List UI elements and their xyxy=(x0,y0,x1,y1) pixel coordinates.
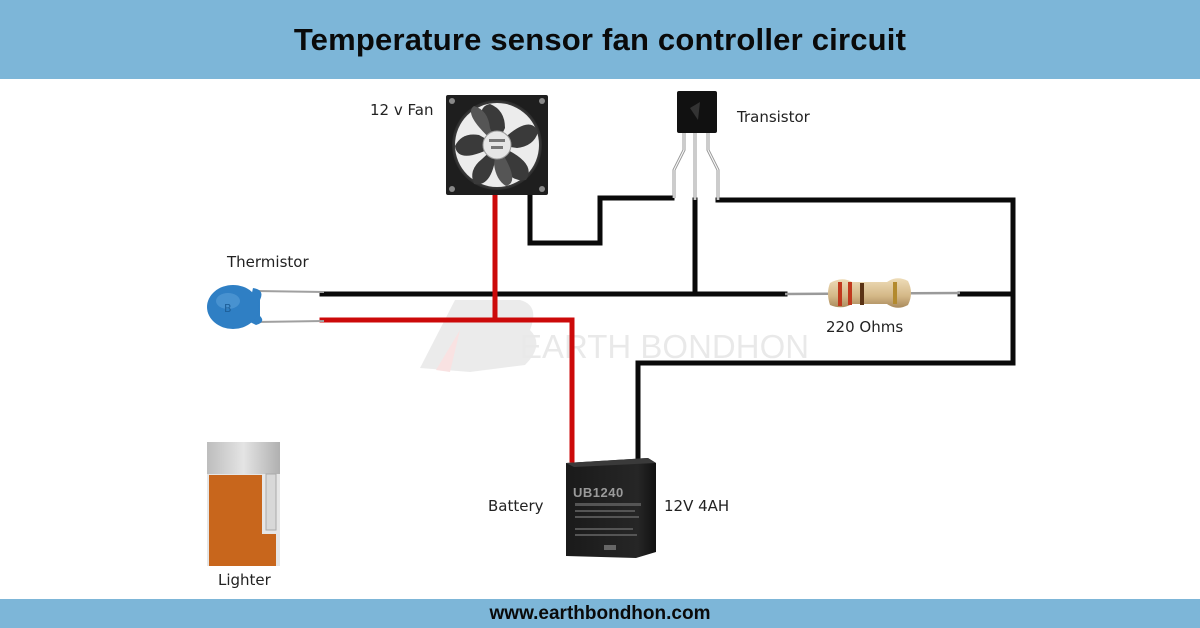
fan-component xyxy=(446,95,548,195)
wire-thermistor-bottom xyxy=(319,317,575,463)
thermistor-component: B xyxy=(207,285,325,329)
fan-label: 12 v Fan xyxy=(370,101,434,119)
resistor-component xyxy=(784,278,961,308)
title-banner: Temperature sensor fan controller circui… xyxy=(0,0,1200,79)
lighter-icon xyxy=(209,475,276,566)
wire-fan-to-transistor xyxy=(527,193,675,246)
transistor-label: Transistor xyxy=(737,108,810,126)
component-labels: 12 v Fan Transistor Thermistor 220 Ohms … xyxy=(0,79,1200,599)
transistor-component xyxy=(672,91,720,200)
watermark-text: EARTH BONDHON xyxy=(520,328,809,365)
page-title: Temperature sensor fan controller circui… xyxy=(293,21,907,57)
thermistor-label: Thermistor xyxy=(227,253,309,271)
battery-label: Battery xyxy=(488,497,544,515)
resistor-label: 220 Ohms xyxy=(826,318,904,336)
footer-banner: www.earthbondhon.com xyxy=(0,599,1200,628)
battery-model: UB1240 xyxy=(573,485,624,500)
lighter-component xyxy=(207,442,280,566)
wire-transistor-emitter xyxy=(635,197,1016,463)
svg-text:B: B xyxy=(224,302,232,315)
lighter-cap xyxy=(207,442,280,474)
battery-rating: 12V 4AH xyxy=(664,497,730,515)
battery-component: UB1240 xyxy=(566,458,656,558)
negative-wires xyxy=(319,193,1016,463)
website-link[interactable]: www.earthbondhon.com xyxy=(489,602,711,624)
lighter-label: Lighter xyxy=(218,571,271,589)
positive-wires xyxy=(319,193,575,463)
